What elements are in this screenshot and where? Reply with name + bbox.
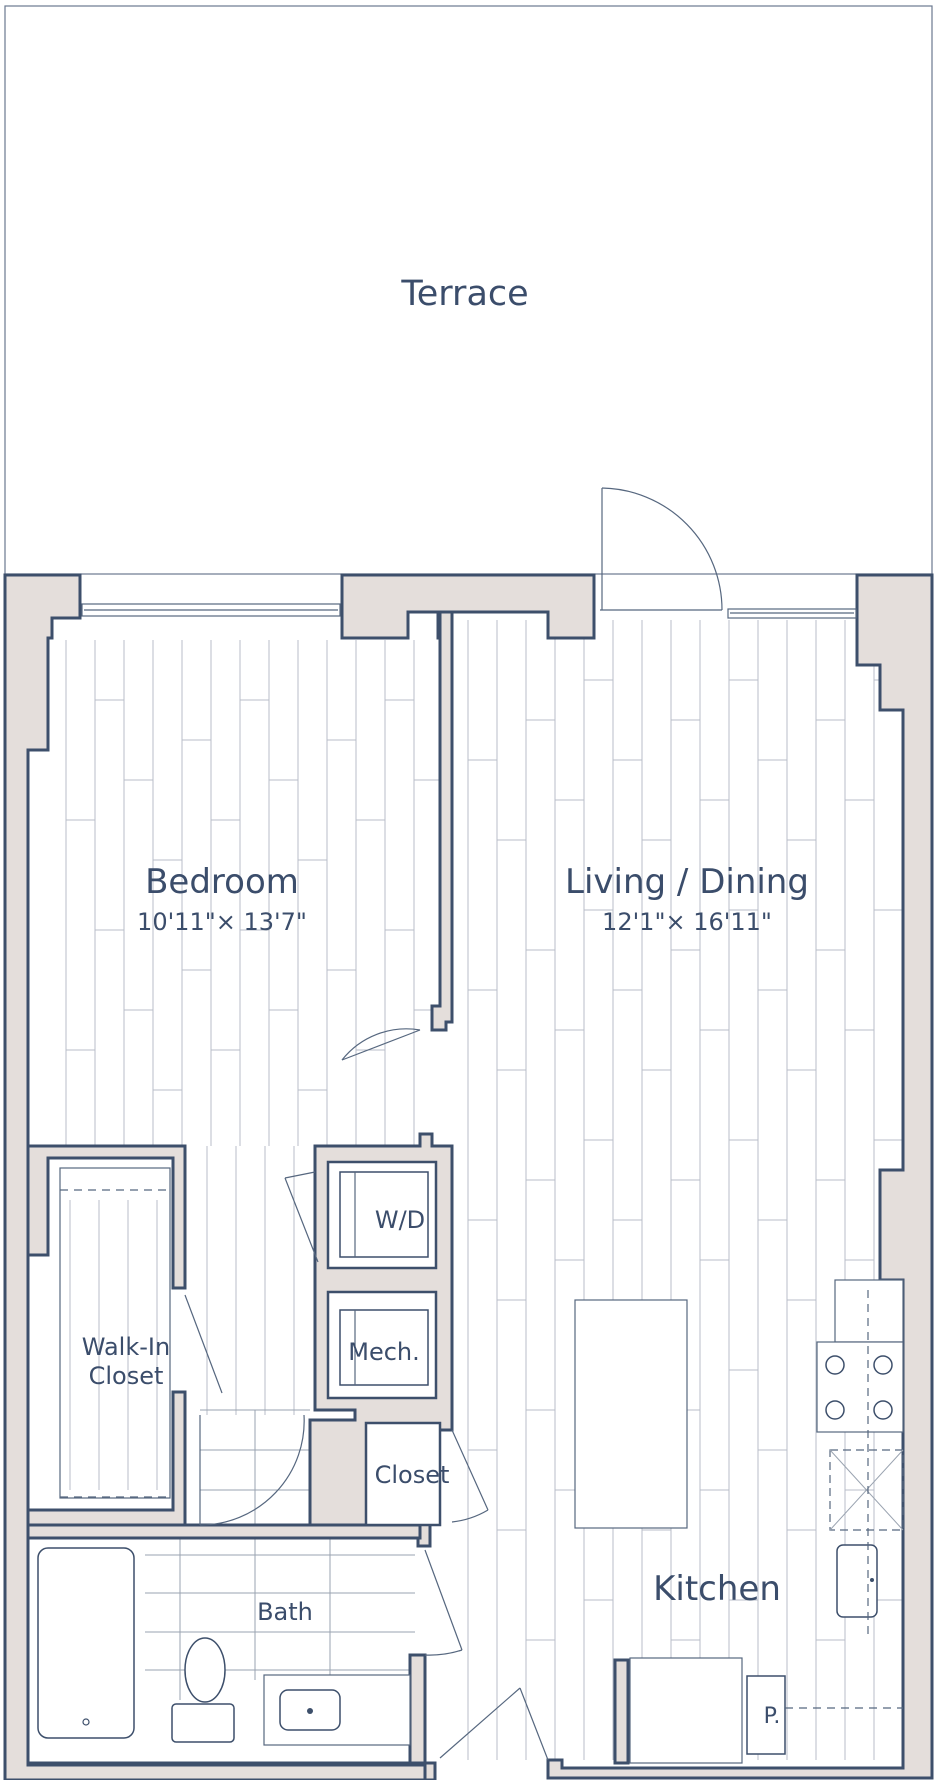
terrace-area [4,5,933,575]
burner-icon [825,1355,845,1375]
pantry [746,1675,786,1755]
exterior-wall-south-west [3,573,427,1780]
bedroom-living-partition [430,610,454,1032]
bath-tiles [145,1409,415,1700]
walk-in-closet-interior [59,1167,171,1499]
bedroom-label: Bedroom [145,862,299,902]
kitchen-counter [629,1657,743,1764]
terrace-label: Terrace [400,274,528,314]
mech-label: Mech. [348,1338,420,1366]
kitchen-label: Kitchen [653,1569,781,1609]
bathtub [37,1547,135,1739]
bath-east-wall [408,1653,427,1765]
living-dining-dimensions: 12'1"× 16'11" [602,908,772,936]
fridge-space [834,1279,904,1343]
kitchen-island-wall [613,1658,630,1765]
bedroom-dimensions: 10'11"× 13'7" [137,908,307,936]
bath-label: Bath [257,1598,313,1626]
cooktop [816,1341,904,1433]
living-dining-label: Living / Dining [565,862,809,902]
toilet [184,1637,226,1703]
bath-partition-wall [26,1523,422,1540]
walk-in-closet-label-line1: Walk-In [82,1333,170,1361]
pantry-label: P. [764,1704,781,1729]
closet-interior [364,1421,442,1527]
dining-table [574,1299,688,1529]
wd-label: W/D [375,1206,425,1234]
door-swings [184,487,723,1761]
floor-planks [65,620,903,1760]
closet-label: Closet [375,1461,450,1489]
kitchen-sink [836,1544,878,1618]
walk-in-closet-label-line2: Closet [89,1362,164,1390]
dishwasher [829,1449,904,1531]
